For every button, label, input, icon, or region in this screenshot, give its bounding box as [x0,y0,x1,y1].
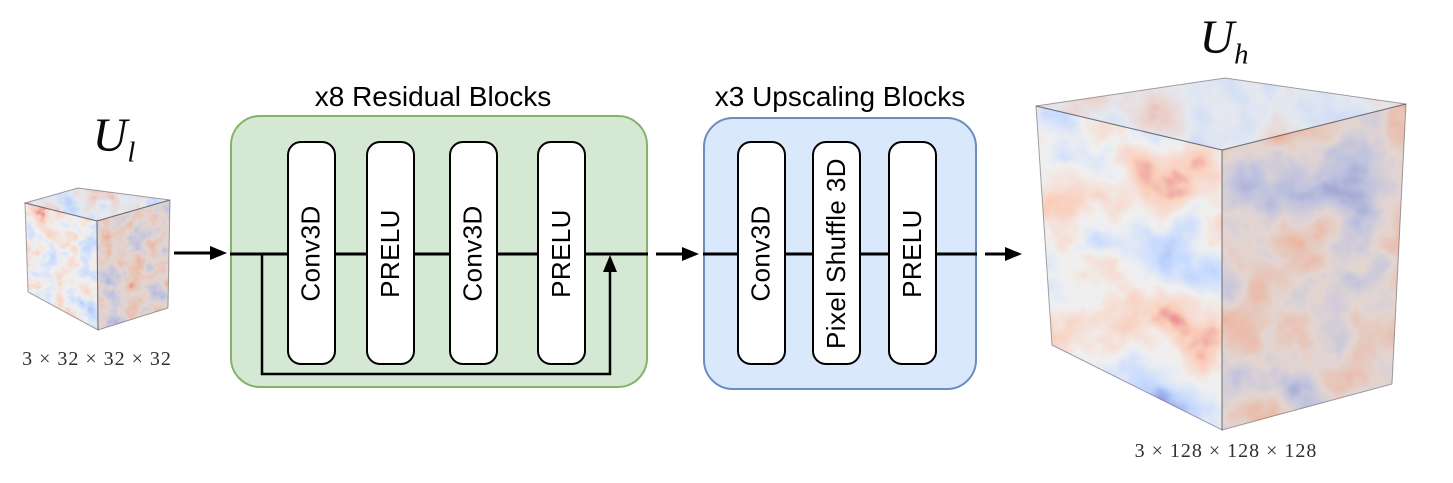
residual-layer-label: PRELU [546,208,577,298]
input-tensor-label: Ul [93,112,136,167]
residual-layer-prelu-2: PRELU [537,141,586,365]
residual-layer-label: Conv3D [296,204,326,302]
residual-layer-conv3d-1: Conv3D [287,141,336,365]
output-tensor-subscript: h [1234,38,1249,71]
output-tensor-label: Uh [1199,14,1248,69]
upscaling-layer-pixel-shuffle-3d: Pixel Shuffle 3D [812,141,861,365]
input-shape-label: 3 × 32 × 32 × 32 [22,348,172,370]
residual-layer-label: Conv3D [458,204,488,302]
input-volume-render [23,187,171,331]
output-shape-label: 3 × 128 × 128 × 128 [1134,440,1318,462]
residual-layer-prelu-1: PRELU [366,141,415,365]
output-volume-render [1035,77,1407,431]
residual-blocks-title: x8 Residual Blocks [314,81,552,112]
upscaling-layer-conv3d: Conv3D [737,141,786,365]
output-tensor-symbol: U [1199,11,1235,64]
upscaling-layer-label: Pixel Shuffle 3D [821,157,852,349]
upscaling-blocks-title: x3 Upscaling Blocks [714,81,966,112]
residual-layer-conv3d-2: Conv3D [449,141,498,365]
upscaling-layer-prelu: PRELU [888,141,937,365]
input-tensor-symbol: U [92,109,128,162]
upscaling-layer-label: PRELU [897,208,928,298]
input-tensor-subscript: l [127,136,136,169]
upscaling-layer-label: Conv3D [746,204,776,302]
residual-layer-label: PRELU [375,208,406,298]
